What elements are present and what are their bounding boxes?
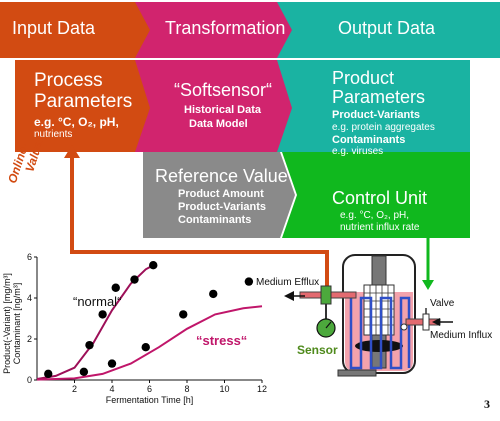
input-data-title: Input Data: [12, 18, 96, 38]
valve-label: Valve: [430, 298, 455, 309]
x-tick-label: 4: [109, 384, 114, 394]
control-unit-detail-line1: e.g. °C, O₂, pH,: [340, 210, 410, 221]
online-values-connector: [70, 155, 329, 292]
data-point: [149, 261, 158, 270]
product-title-line1: Product: [332, 68, 395, 88]
data-point: [85, 340, 94, 350]
medium-efflux-label: Medium Efflux: [256, 277, 320, 288]
process-title-line1: Process: [34, 70, 103, 91]
process-detail-line1: e.g. °C, O₂, pH,: [34, 115, 119, 129]
series-label-1: “stress“: [196, 333, 247, 348]
x-tick-label: 6: [147, 384, 152, 394]
cooling-coil: [349, 296, 411, 370]
product-title-line2: Parameters: [332, 87, 426, 107]
sparger-basket: [363, 284, 395, 336]
data-point: [79, 367, 89, 376]
transformation-header-arrow: [135, 2, 305, 58]
softsensor-title: “Softsensor“: [174, 80, 273, 100]
x-tick-label: 10: [219, 384, 229, 394]
data-point: [107, 359, 117, 368]
series-curve-1: [36, 305, 263, 381]
page-number: 3: [484, 397, 490, 411]
product-variants-detail: e.g. protein aggregates: [332, 122, 435, 133]
data-point: [44, 369, 53, 379]
x-tick-label: 8: [184, 384, 189, 394]
product-parameters-arrow: [277, 60, 470, 152]
softsensor-arrow: [135, 60, 305, 152]
data-point: [111, 283, 120, 292]
reference-product-variants: Product-Variants: [178, 201, 267, 213]
x-axis-label: Fermentation Time [h]: [106, 395, 194, 405]
control-unit-arrowhead: [422, 280, 434, 290]
process-parameters-arrow: [15, 60, 163, 152]
reference-value-arrow: [143, 152, 295, 238]
transformation-title: Transformation: [165, 18, 286, 38]
series-curve-0: [36, 264, 154, 380]
reference-contaminants: Contaminants: [178, 214, 252, 226]
softsensor-data-model: Data Model: [189, 118, 248, 130]
y-axis-label-line2: Contaminant [ng/m³]: [12, 283, 22, 365]
sensor-label: Sensor: [297, 343, 338, 357]
output-data-header-arrow: [277, 2, 500, 58]
control-unit-arrow: [282, 152, 470, 238]
reference-product-amount: Product Amount: [178, 188, 264, 200]
softsensor-historical-data: Historical Data: [184, 104, 262, 116]
output-data-title: Output Data: [338, 18, 436, 38]
y-tick-label: 0: [27, 375, 32, 385]
medium-influx-label: Medium Influx: [430, 330, 493, 341]
sensor-probe: [320, 285, 332, 305]
data-point: [179, 310, 188, 319]
y-axis-label-line1: Product(-Variant) [mg/m³]: [2, 273, 12, 374]
data-point: [244, 277, 254, 286]
y-tick-label: 4: [27, 293, 32, 303]
x-tick-label: 12: [257, 384, 267, 394]
valve-connector: [400, 323, 408, 331]
data-point: [130, 275, 139, 284]
bottom-bar: [337, 369, 377, 377]
data-point: [98, 310, 107, 319]
influx-arrow-head: [432, 318, 440, 326]
series-label-0: “normal“: [73, 294, 121, 309]
control-unit-title: Control Unit: [332, 188, 428, 208]
efflux-arrow-head: [284, 291, 294, 301]
product-variants-label: Product-Variants: [332, 109, 421, 121]
product-contaminants-detail: e.g. viruses: [332, 146, 384, 157]
product-contaminants-label: Contaminants: [332, 134, 406, 146]
online-values-arrowhead: [64, 145, 80, 158]
process-detail-line2: nutrients: [34, 129, 73, 140]
reference-title: Reference Value: [155, 166, 288, 186]
input-data-header-arrow: [0, 2, 163, 58]
y-tick-label: 2: [27, 334, 32, 344]
sensor-gauge-needle: [325, 321, 332, 329]
data-point: [141, 343, 150, 352]
y-tick-label: 6: [27, 252, 32, 262]
x-tick-label: 2: [72, 384, 77, 394]
process-title-line2: Parameters: [34, 91, 133, 112]
valve-body: [422, 313, 430, 331]
data-point: [209, 289, 218, 299]
control-unit-detail-line2: nutrient influx rate: [340, 222, 420, 233]
